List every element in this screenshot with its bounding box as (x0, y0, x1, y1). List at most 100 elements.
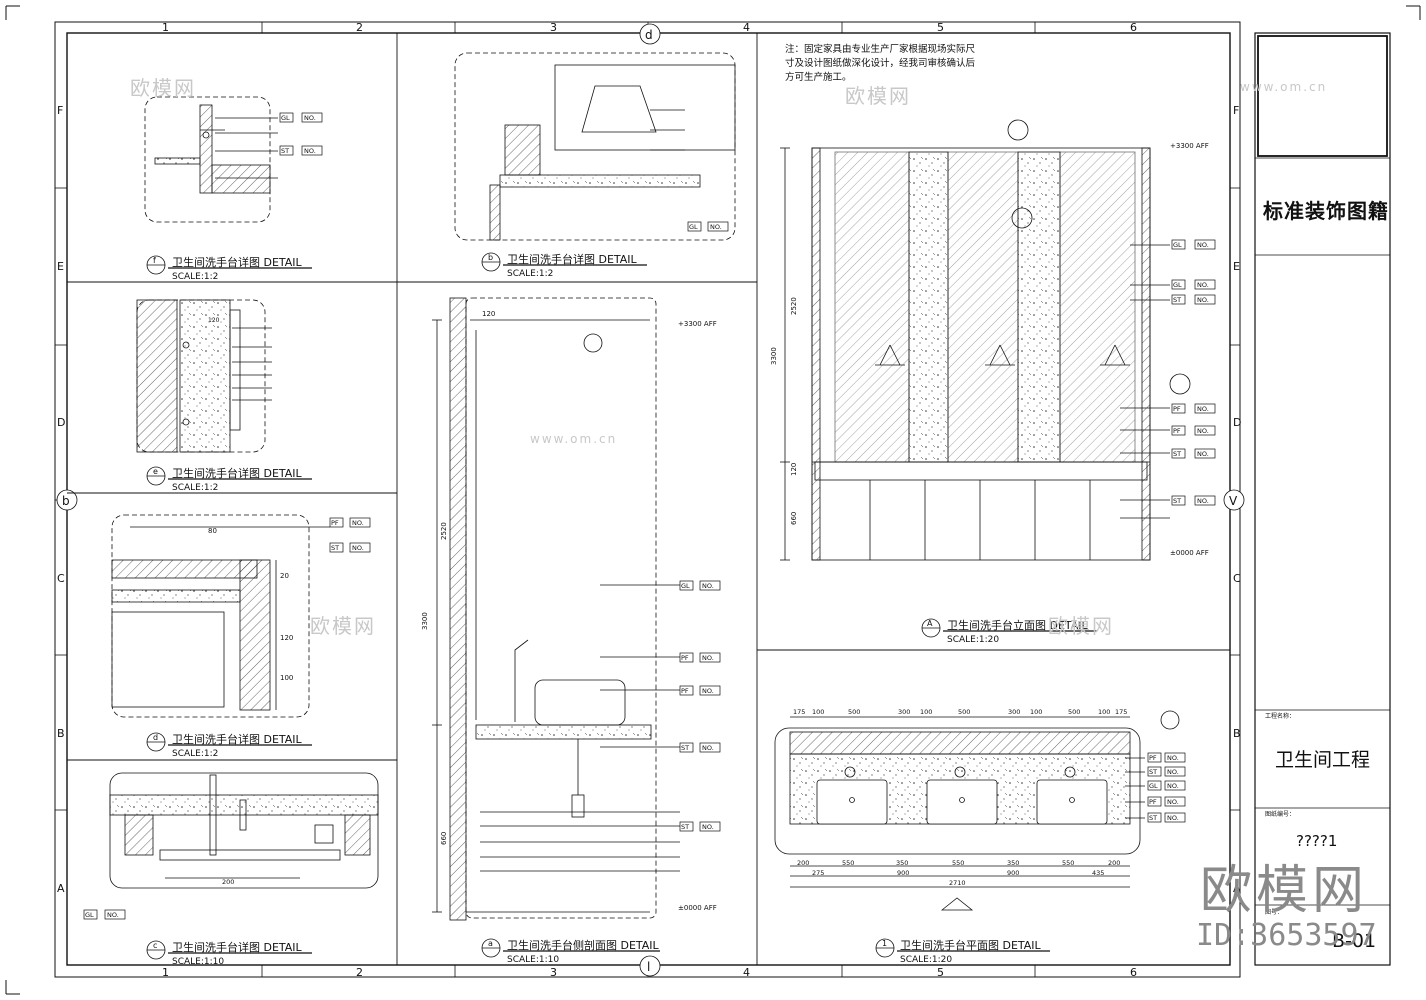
grid-row-label: A (57, 882, 65, 895)
grid-row-label: B (57, 727, 65, 740)
elevation-a-dims: +3300 AFF ±0000 AFF 3300 2520 120 660 (770, 142, 1209, 557)
detail-e-title: e 卫生间洗手台详图 DETAIL SCALE:1:2 (146, 466, 312, 493)
svg-text:550: 550 (842, 859, 854, 867)
tag-gl: GL (85, 911, 94, 919)
tag-no: NO. (702, 687, 714, 695)
svg-text:b: b (488, 253, 493, 262)
axis-bubble-b (56, 489, 78, 511)
tag-no: NO. (107, 911, 119, 919)
detail-title: 卫生间洗手台详图 DETAIL (172, 466, 303, 480)
svg-text:寸及设计图纸做深化设计，经我司审核确认后: 寸及设计图纸做深化设计，经我司审核确认后 (785, 57, 976, 69)
tag-st: ST (681, 823, 689, 831)
title-block-labels: 工程名称： 图纸编号： 图号： (1265, 712, 1295, 916)
tag-pf: PF (1173, 405, 1181, 413)
svg-text:660: 660 (440, 832, 448, 845)
tag-no: NO. (702, 823, 714, 831)
grid-col-label: 6 (1130, 21, 1137, 34)
svg-text:200: 200 (1108, 859, 1120, 867)
tag-no: NO. (1167, 814, 1179, 822)
svg-text:660: 660 (790, 512, 798, 525)
detail-title: 卫生间洗手台详图 DETAIL (172, 940, 303, 954)
grid-col-label: 4 (743, 966, 750, 979)
grid-col-label: 3 (550, 966, 557, 979)
svg-text:550: 550 (952, 859, 964, 867)
svg-text:a: a (488, 939, 493, 948)
watermark-brand: 欧模网 (1200, 861, 1369, 921)
level-floor: ±0000 AFF (1170, 549, 1209, 557)
tag-no: NO. (1197, 427, 1209, 435)
series-title: 标准装饰图籍 (1263, 199, 1389, 223)
detail-d-dims: 80 20 120 100 (208, 527, 293, 682)
plan-1-dims: 175 100 500 300 100 500 300 100 500 100 … (793, 708, 1127, 887)
grid-row-label: D (57, 416, 65, 429)
grid-row-label: A (1233, 882, 1241, 895)
detail-title: 卫生间洗手台详图 DETAIL (172, 732, 303, 746)
grid-col-label: 3 (550, 21, 557, 34)
watermark-small: 欧模网 (845, 84, 911, 108)
tag-no: NO. (1197, 450, 1209, 458)
grid-row-label: F (1233, 104, 1239, 117)
tag-no: NO. (702, 744, 714, 752)
svg-text:100: 100 (1030, 708, 1042, 716)
detail-scale: SCALE:1:20 (947, 635, 999, 645)
grid-col-label: 1 (162, 21, 169, 34)
tag-st: ST (1149, 768, 1157, 776)
svg-text:300: 300 (1008, 708, 1020, 716)
tag-gl: GL (1173, 281, 1182, 289)
svg-text:工程名称：: 工程名称： (1265, 712, 1295, 720)
detail-title: 卫生间洗手台立面图 DETAIL (947, 618, 1089, 632)
svg-text:2520: 2520 (440, 522, 448, 540)
level-top: +3300 AFF (1170, 142, 1209, 150)
svg-text:方可生产施工。: 方可生产施工。 (785, 71, 852, 83)
svg-text:2520: 2520 (790, 297, 798, 315)
svg-text:3300: 3300 (421, 612, 429, 630)
svg-text:1: 1 (882, 939, 887, 948)
grid-col-label: 2 (356, 966, 363, 979)
detail-a-dims: +3300 AFF ±0000 AFF 3300 2520 660 120 (421, 310, 717, 912)
svg-text:275: 275 (812, 869, 824, 877)
axis-bubble-label: l (647, 960, 650, 974)
svg-text:f: f (153, 256, 156, 265)
drawing-number: ????1 (1296, 832, 1338, 850)
grid-row-label: F (57, 104, 63, 117)
svg-text:120: 120 (280, 634, 293, 642)
tag-gl: GL (1173, 241, 1182, 249)
watermark-site: www.om.cn (530, 432, 618, 446)
detail-e-drawing (136, 299, 272, 453)
plan-1-drawing (774, 710, 1180, 911)
project-name: 卫生间工程 (1275, 749, 1371, 771)
svg-text:图号：: 图号： (1265, 909, 1283, 916)
tag-no: NO. (710, 223, 722, 231)
detail-a-title: a 卫生间洗手台侧剖面图 DETAIL SCALE:1:10 (481, 938, 660, 965)
tag-gl: GL (689, 223, 698, 231)
grid-col-label: 1 (162, 966, 169, 979)
detail-scale: SCALE:1:10 (172, 957, 224, 967)
tag-pf: PF (681, 687, 689, 695)
tag-no: NO. (1167, 754, 1179, 762)
grid-col-label: 5 (937, 21, 944, 34)
svg-text:500: 500 (1068, 708, 1080, 716)
tag-no: NO. (1197, 296, 1209, 304)
tag-gl: GL (681, 582, 690, 590)
svg-text:175: 175 (1115, 708, 1127, 716)
detail-b-drawing (454, 52, 736, 241)
detail-scale: SCALE:1:2 (172, 272, 218, 282)
tag-no: NO. (1197, 241, 1209, 249)
svg-text:3300: 3300 (770, 347, 778, 365)
tag-no: NO. (352, 544, 364, 552)
svg-text:550: 550 (1062, 859, 1074, 867)
svg-text:100: 100 (920, 708, 932, 716)
plan-1-title: 1 卫生间洗手台平面图 DETAIL SCALE:1:20 (875, 938, 1050, 965)
grid-row-label: B (1233, 727, 1241, 740)
svg-text:A: A (927, 619, 933, 628)
tag-pf: PF (331, 519, 339, 527)
axis-bubble-v (1223, 489, 1245, 511)
tag-no: NO. (1167, 782, 1179, 790)
detail-a-drawing (432, 297, 680, 921)
svg-text:500: 500 (848, 708, 860, 716)
tag-no: NO. (304, 114, 316, 122)
detail-scale: SCALE:1:2 (172, 749, 218, 759)
tag-pf: PF (1149, 754, 1157, 762)
axis-bubble-l (639, 955, 661, 977)
